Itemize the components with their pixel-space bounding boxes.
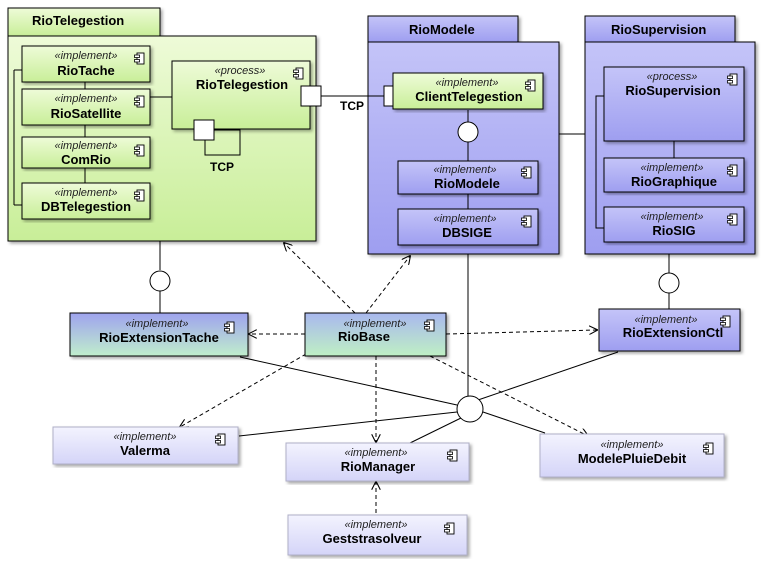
svg-text:RioSupervision: RioSupervision <box>625 83 720 98</box>
component-rio-supervision[interactable]: «process» RioSupervision <box>603 66 745 142</box>
svg-text:RioModele: RioModele <box>434 176 500 191</box>
dependency-arrow <box>284 243 356 314</box>
component-rio-tache[interactable]: «implement» RioTache <box>21 45 151 83</box>
svg-text:RioTache: RioTache <box>57 63 115 78</box>
svg-text:«implement»: «implement» <box>114 431 177 443</box>
svg-text:RioExtensionTache: RioExtensionTache <box>99 330 219 345</box>
link-line <box>238 411 458 437</box>
svg-text:RioManager: RioManager <box>341 459 415 474</box>
svg-text:«process»: «process» <box>215 65 266 77</box>
svg-text:«implement»: «implement» <box>126 318 189 330</box>
component-rio-manager[interactable]: «implement» RioManager <box>285 442 470 482</box>
component-rio-sig[interactable]: «implement» RioSIG <box>603 206 745 243</box>
link-line <box>482 411 546 434</box>
package-title: RioTelegestion <box>32 13 124 28</box>
svg-text:«implement»: «implement» <box>345 519 408 531</box>
svg-text:«implement»: «implement» <box>601 439 664 451</box>
component-rio-satellite[interactable]: «implement» RioSatellite <box>21 88 151 126</box>
svg-text:ModelePluieDebit: ModelePluieDebit <box>578 451 687 466</box>
svg-text:«implement»: «implement» <box>55 187 118 199</box>
svg-text:RioTelegestion: RioTelegestion <box>196 77 288 92</box>
svg-text:«implement»: «implement» <box>434 213 497 225</box>
link-line <box>239 356 458 406</box>
svg-text:Valerma: Valerma <box>120 443 171 458</box>
interface-circle <box>457 121 479 143</box>
tcp-port <box>193 119 215 141</box>
component-dbsige[interactable]: «implement» DBSIGE <box>397 208 539 246</box>
svg-text:«implement»: «implement» <box>635 314 698 326</box>
component-rio-modele[interactable]: «implement» RioModele <box>397 160 539 195</box>
component-rio-extension-tache[interactable]: «implement» RioExtensionTache <box>69 312 249 357</box>
interface-circle <box>658 272 680 294</box>
svg-text:ClientTelegestion: ClientTelegestion <box>415 89 522 104</box>
component-rio-extension-ctl[interactable]: «implement» RioExtensionCtl <box>598 308 741 352</box>
link-line <box>595 95 604 229</box>
package-title: RioModele <box>409 22 475 37</box>
component-rio-telegestion[interactable]: «process» RioTelegestion <box>171 60 311 130</box>
svg-text:Geststrasolveur: Geststrasolveur <box>323 531 422 546</box>
dependencies <box>180 243 597 513</box>
svg-text:«implement»: «implement» <box>434 164 497 176</box>
dependency-arrow <box>429 355 588 436</box>
link-line <box>204 129 241 156</box>
svg-text:«implement»: «implement» <box>344 318 407 330</box>
svg-text:DBSIGE: DBSIGE <box>442 225 492 240</box>
package-title: RioSupervision <box>611 22 706 37</box>
svg-text:RioGraphique: RioGraphique <box>631 174 717 189</box>
svg-text:«implement»: «implement» <box>55 140 118 152</box>
hub-circle <box>456 395 484 423</box>
dependency-arrow <box>365 256 410 314</box>
svg-text:«implement»: «implement» <box>436 77 499 89</box>
component-rio-graphique[interactable]: «implement» RioGraphique <box>603 157 745 193</box>
component-db-telegestion[interactable]: «implement» DBTelegestion <box>21 182 151 220</box>
svg-text:RioExtensionCtl: RioExtensionCtl <box>623 325 723 340</box>
tcp-link-label: TCP <box>340 99 364 113</box>
interface-circle <box>149 270 171 292</box>
svg-text:RioBase: RioBase <box>338 329 390 344</box>
tcp-port-label: TCP <box>210 160 234 174</box>
link-line <box>409 417 462 444</box>
dependency-arrow <box>180 353 307 427</box>
svg-text:«process»: «process» <box>647 71 698 83</box>
svg-text:«implement»: «implement» <box>641 162 704 174</box>
svg-text:«implement»: «implement» <box>345 447 408 459</box>
svg-text:ComRio: ComRio <box>61 152 111 167</box>
component-client-telegestion[interactable]: «implement» ClientTelegestion <box>392 72 544 110</box>
svg-text:DBTelegestion: DBTelegestion <box>41 199 131 214</box>
component-geststrasolveur[interactable]: «implement» Geststrasolveur <box>287 514 468 556</box>
link-line <box>477 351 619 401</box>
component-com-rio[interactable]: «implement» ComRio <box>21 136 151 169</box>
connectors <box>13 69 675 444</box>
port <box>300 85 322 107</box>
svg-text:RioSatellite: RioSatellite <box>51 106 122 121</box>
dependency-arrow <box>445 330 597 334</box>
component-modele-pluie-debit[interactable]: «implement» ModelePluieDebit <box>539 433 725 478</box>
component-rio-base[interactable]: «implement» RioBase <box>304 312 447 357</box>
svg-text:«implement»: «implement» <box>55 93 118 105</box>
svg-text:«implement»: «implement» <box>55 50 118 62</box>
component-valerma[interactable]: «implement» Valerma <box>52 426 239 465</box>
svg-text:RioSIG: RioSIG <box>652 223 695 238</box>
svg-text:«implement»: «implement» <box>641 211 704 223</box>
